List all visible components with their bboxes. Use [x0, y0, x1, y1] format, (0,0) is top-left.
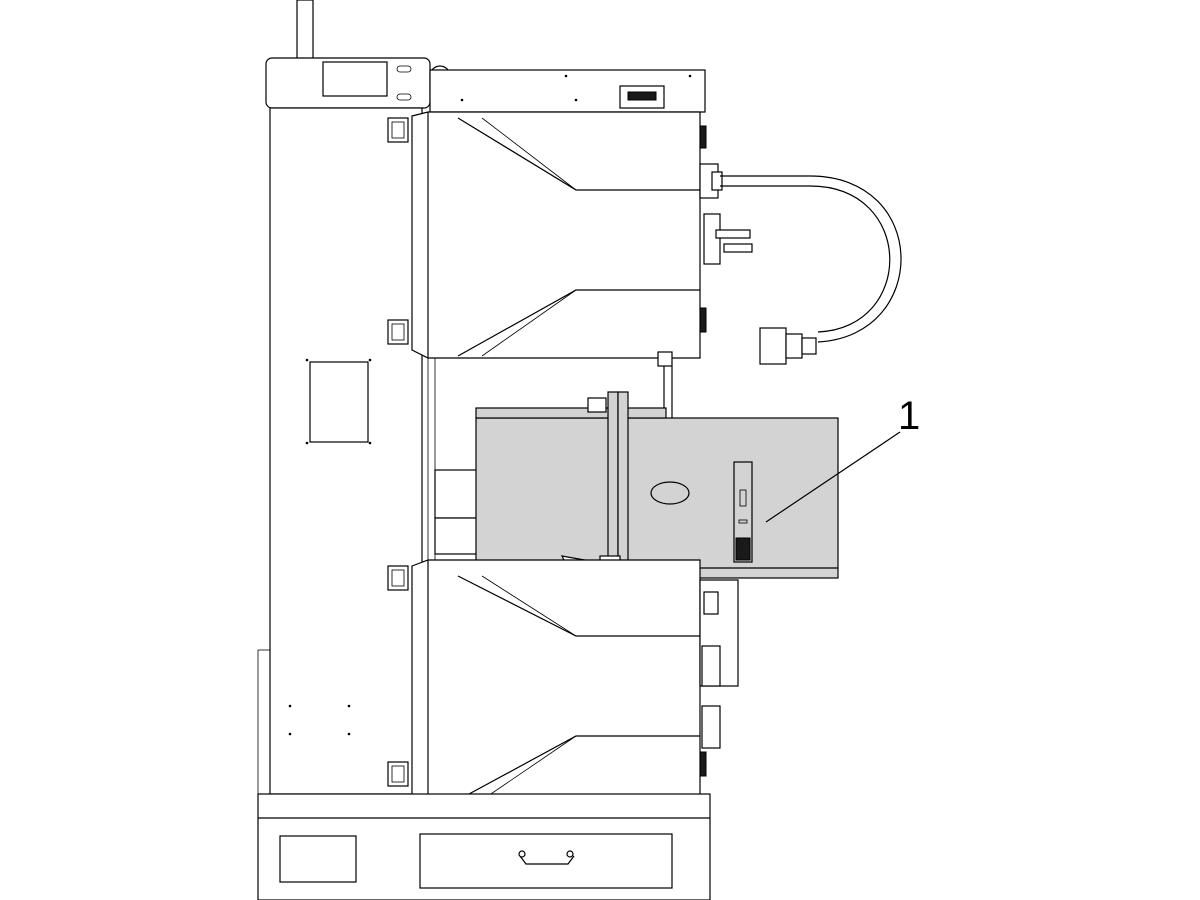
hinge-icon: [387, 117, 409, 787]
upper-rail: [429, 69, 706, 113]
callout-1-label: 1: [898, 394, 921, 438]
hose-icon: [720, 175, 902, 365]
miter-gauge: [733, 461, 753, 563]
base-cabinet: [257, 793, 711, 900]
main-column: [257, 107, 423, 795]
tension-knob: [699, 125, 753, 333]
table-back: [434, 469, 478, 555]
top-plate: [265, 57, 451, 109]
upper-wheel-cover: [411, 111, 701, 359]
lower-wheel-cover: [411, 559, 739, 801]
callout-leader: [765, 431, 901, 523]
